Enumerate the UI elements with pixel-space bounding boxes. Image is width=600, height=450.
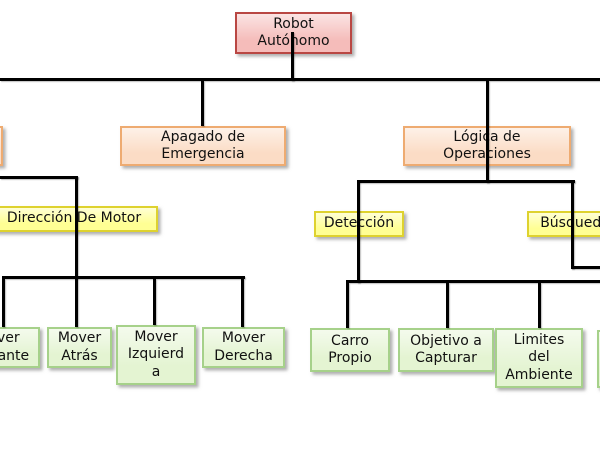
node-offscreen-left xyxy=(0,126,3,166)
node-label: Mover Derecha xyxy=(214,330,273,364)
connector-motor-through xyxy=(75,176,78,279)
node-apagado-emergencia: Apagado de Emergencia xyxy=(120,126,286,166)
connector-emergencia-drop xyxy=(201,81,204,126)
connector-limites-drop xyxy=(538,283,541,328)
connector-motor-rail xyxy=(2,276,245,279)
node-objetivo-capturar: Objetivo a Capturar xyxy=(398,328,494,372)
node-label: Carro Propio xyxy=(328,332,372,366)
connector-busqueda-elbow-h xyxy=(571,266,600,269)
connector-derecha-drop xyxy=(241,279,244,327)
connector-logica-rail xyxy=(357,180,575,183)
node-label: Limites del Ambiente xyxy=(505,332,573,383)
node-mover-atras: Mover Atrás xyxy=(47,327,112,368)
node-label: Objetivo a Capturar xyxy=(410,332,482,366)
connector-main-rail xyxy=(0,78,600,81)
connector-adelante-drop xyxy=(2,279,5,327)
node-label: Mover Adelante xyxy=(0,330,30,364)
connector-carro-drop xyxy=(346,283,349,328)
node-mover-izquierda: Mover Izquierd a xyxy=(116,325,196,385)
connector-objetivo-drop xyxy=(446,283,449,328)
connector-izquierda-drop xyxy=(153,279,156,325)
node-mover-adelante: Mover Adelante xyxy=(0,327,40,368)
node-label: Mover Atrás xyxy=(57,330,102,364)
connector-busqueda-through xyxy=(571,180,574,269)
node-direccion-motor: Dirección De Motor xyxy=(0,206,158,232)
connector-deteccion-through xyxy=(357,180,360,283)
connector-motor-elbow-h xyxy=(0,176,78,179)
node-mover-derecha: Mover Derecha xyxy=(202,327,285,368)
node-label: Búsqueda xyxy=(540,215,600,232)
connector-deteccion-rail xyxy=(346,280,600,283)
node-busqueda: Búsqueda xyxy=(527,211,600,237)
node-label: Mover Izquierd a xyxy=(127,329,185,380)
connector-logica-through xyxy=(486,81,489,183)
node-label: Apagado de Emergencia xyxy=(161,128,245,162)
node-carro-propio: Carro Propio xyxy=(310,328,390,372)
connector-root-down xyxy=(291,32,294,81)
connector-atras-drop xyxy=(75,279,78,327)
node-limites-ambiente: Limites del Ambiente xyxy=(495,328,583,388)
node-label: Dirección De Motor xyxy=(6,210,142,227)
